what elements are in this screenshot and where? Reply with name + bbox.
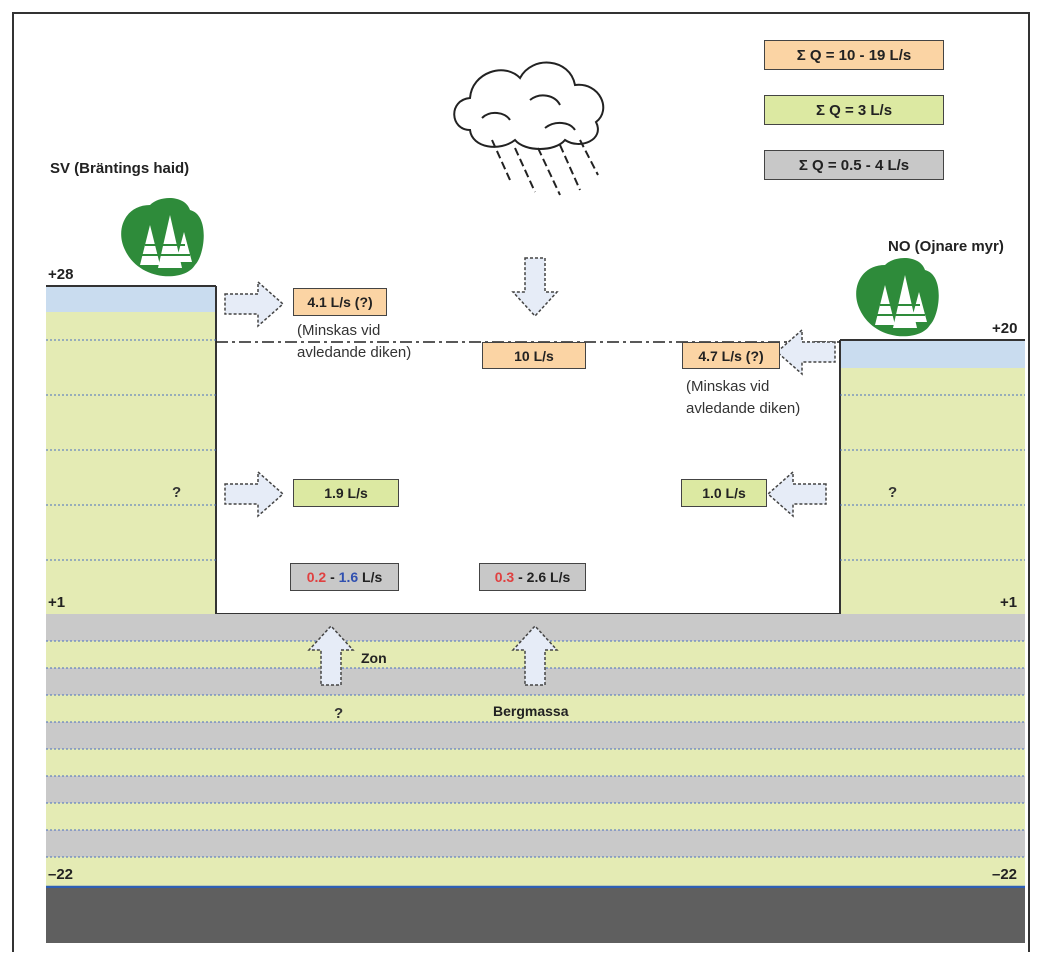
rain-cloud-icon [453,61,605,196]
flow-left-bottom-high: 1.6 [338,569,359,585]
flow-right-upper: 4.7 L/s (?) [682,342,780,369]
flow-center-rain: 10 L/s [482,342,586,369]
elevation-right-top: +20 [992,320,1018,337]
flow-left-upper: 4.1 L/s (?) [293,288,387,316]
legend-orange-box: Σ Q = 10 - 19 L/s [764,40,944,70]
arrow-left-icon [766,470,827,518]
bedrock-stripes [46,614,1025,887]
arrow-down-icon [511,257,559,318]
elevation-right-mid: +1 [1000,594,1018,611]
right-soil-column [840,340,1025,614]
flow-center-bottom-low: 0.3 [494,569,515,585]
flow-left-middle: 1.9 L/s [293,479,399,507]
flow-right-middle: 1.0 L/s [681,479,767,507]
right-surface-layer [840,340,1025,368]
flow-center-bottom: 0.3 - 2.6 L/s [479,563,586,591]
left-upper-note-1: (Minskas vid [297,322,381,339]
figure-frame [12,12,1030,952]
left-upper-note-2: avledande diken) [297,344,412,361]
legend-green-box: Σ Q = 3 L/s [764,95,944,125]
flow-left-bottom: 0.2 - 1.6 L/s [290,563,399,591]
elevation-left-mid: +1 [48,594,66,611]
right-layer-lines [840,394,1025,561]
right-upper-note-1: (Minskas vid [686,378,770,395]
rock-label: Bergmassa [493,703,569,719]
arrow-up-icon [307,624,355,686]
elevation-right-bottom: –22 [992,866,1018,883]
arrow-right-icon [224,280,285,328]
arrow-left-icon [775,328,836,376]
right-upper-note-2: avledande diken) [686,400,801,417]
question-left: ? [172,484,182,501]
flow-center-bottom-rest: - 2.6 L/s [514,569,571,585]
forest-icon [856,258,939,337]
legend-gray-box: Σ Q = 0.5 - 4 L/s [764,150,944,180]
flow-left-bottom-unit: L/s [358,569,383,585]
flow-left-bottom-low: 0.2 [306,569,327,585]
question-right: ? [888,484,898,501]
arrow-right-icon [224,470,285,518]
question-bottom: ? [334,705,344,722]
zone-label: Zon [361,650,387,666]
left-site-label: SV (Bräntings haid) [50,160,190,177]
elevation-left-bottom: –22 [48,866,74,883]
left-layer-lines [46,339,216,561]
flow-left-bottom-sep: - [326,569,339,585]
arrow-up-icon [511,624,559,686]
right-site-label: NO (Ojnare myr) [888,238,1004,255]
forest-icon [121,198,204,277]
left-surface-layer [46,286,216,312]
elevation-left-top: +28 [48,266,74,283]
bedrock-base [46,888,1025,943]
